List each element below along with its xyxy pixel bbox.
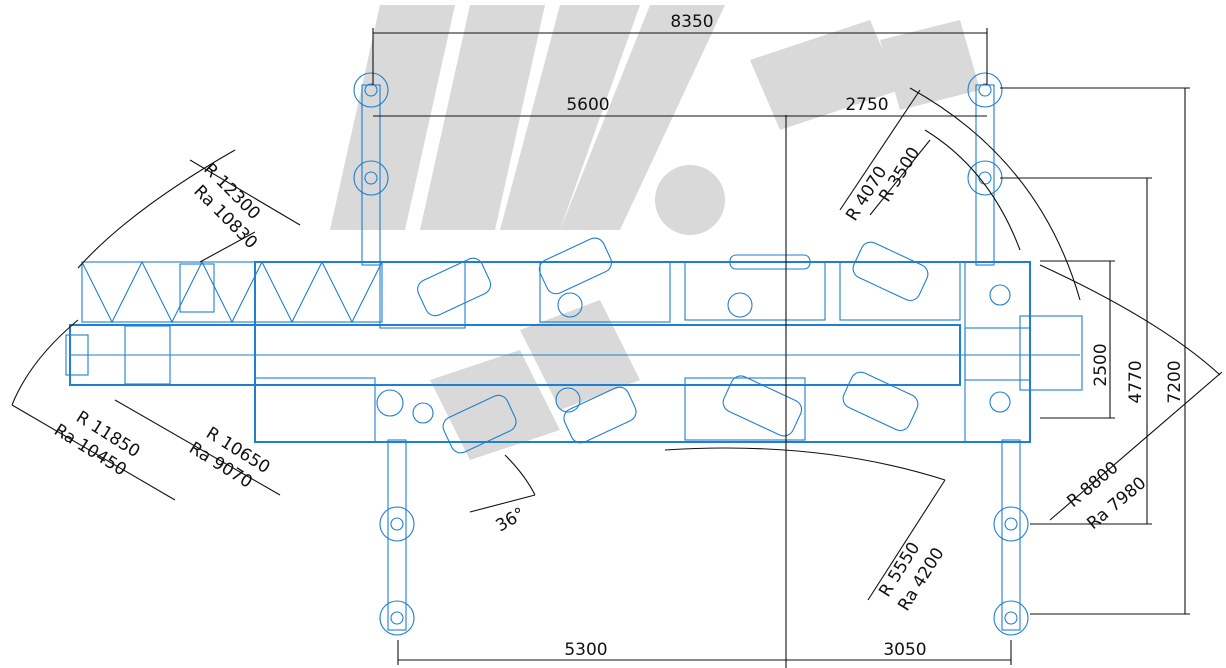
dim-bottom-right: 3050	[883, 640, 926, 660]
slew-angle-label: 36°	[493, 504, 529, 536]
crane-body	[65, 237, 1083, 454]
dim-bottom-left: 5300	[564, 640, 607, 660]
dim-top-overall: 8350	[670, 12, 713, 32]
watermark	[330, 5, 980, 460]
swing-radius-arcs	[11, 87, 1223, 601]
dim-height-mid: 4770	[1126, 360, 1146, 403]
outriggers	[353, 72, 1029, 636]
dim-height-inner: 2500	[1091, 343, 1111, 386]
dim-top-right: 2750	[845, 95, 888, 115]
dim-top-left: 5600	[566, 95, 609, 115]
dim-height-outer: 7200	[1165, 360, 1185, 403]
horizontal-dimensions	[372, 28, 1012, 665]
vertical-dimensions	[1000, 87, 1190, 615]
